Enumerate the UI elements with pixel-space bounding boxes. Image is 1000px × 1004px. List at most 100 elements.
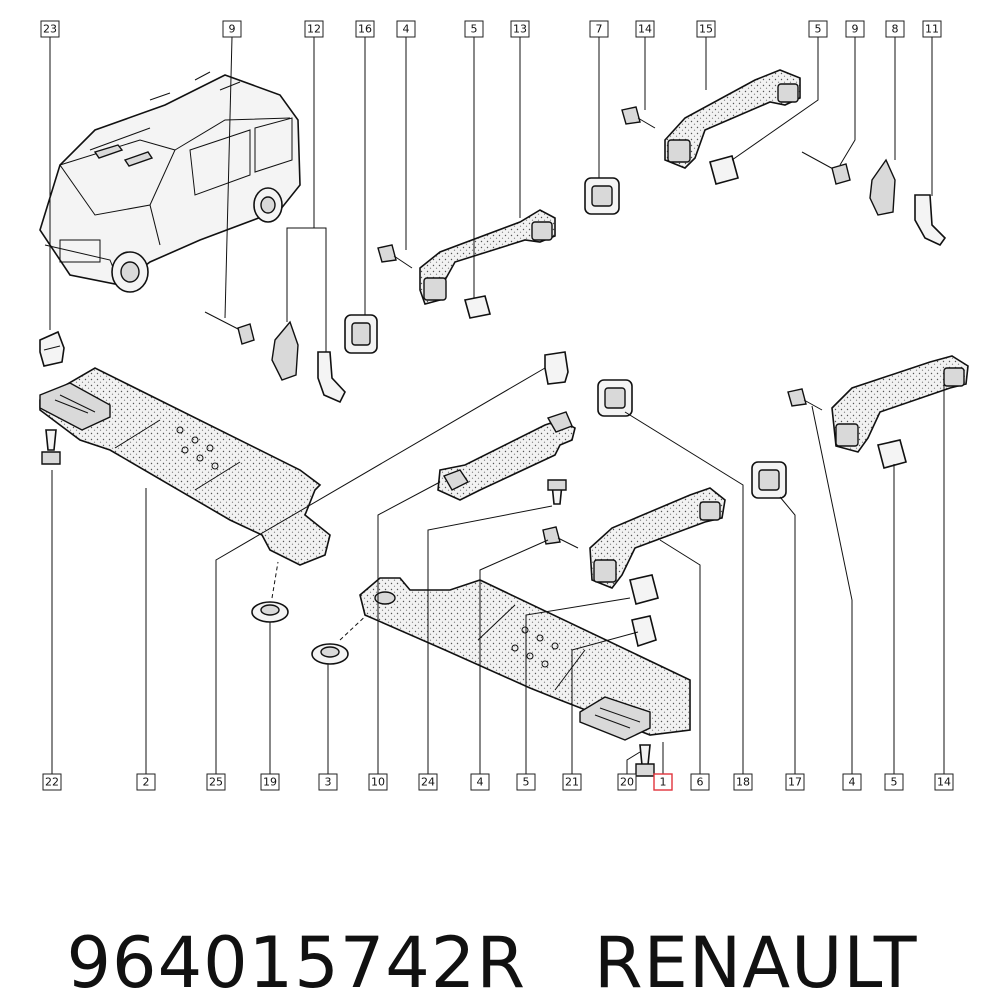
cover-8 [869, 158, 896, 216]
callout-3: 3 [318, 773, 338, 791]
svg-text:21: 21 [565, 776, 579, 789]
callout-14-bottom: 14 [934, 773, 954, 791]
callout-9b: 9 [845, 20, 865, 38]
svg-text:9: 9 [229, 23, 236, 36]
callout-24: 24 [418, 773, 438, 791]
bezel-18 [597, 379, 633, 417]
grab-handle-10 [437, 411, 576, 501]
callout-22: 22 [42, 773, 62, 791]
clip-19 [251, 601, 289, 623]
clip-23 [39, 330, 65, 367]
screw-14-top [621, 106, 656, 129]
callout-11: 11 [922, 20, 942, 38]
svg-text:25: 25 [209, 776, 223, 789]
callout-13: 13 [510, 20, 530, 38]
cover-12 [271, 320, 346, 404]
svg-text:6: 6 [697, 776, 704, 789]
svg-text:17: 17 [788, 776, 802, 789]
svg-text:1: 1 [660, 776, 667, 789]
callout-15: 15 [696, 20, 716, 38]
callout-17: 17 [785, 773, 805, 791]
callout-16: 16 [355, 20, 375, 38]
callout-14: 14 [635, 20, 655, 38]
clip-21 [631, 615, 657, 648]
svg-text:18: 18 [736, 776, 750, 789]
grab-handle-15 [664, 69, 801, 169]
svg-text:4: 4 [849, 776, 856, 789]
callout-4-bottom: 4 [470, 773, 490, 791]
callouts-top: 23 9 12 16 4 5 13 7 14 15 5 9 8 11 [40, 20, 942, 38]
sun-visor-left [39, 367, 331, 566]
callout-25: 25 [206, 773, 226, 791]
screw-4-right [787, 388, 823, 411]
svg-text:4: 4 [477, 776, 484, 789]
grab-handle-6 [589, 487, 726, 589]
svg-text:16: 16 [358, 23, 372, 36]
brand-name: RENAULT [593, 922, 918, 1004]
svg-text:3: 3 [325, 776, 332, 789]
callout-7: 7 [589, 20, 609, 38]
screw-9-left [204, 311, 255, 345]
svg-text:23: 23 [43, 23, 57, 36]
svg-text:14: 14 [937, 776, 951, 789]
svg-text:7: 7 [596, 23, 603, 36]
callout-5: 5 [464, 20, 484, 38]
svg-text:5: 5 [523, 776, 530, 789]
svg-text:13: 13 [513, 23, 527, 36]
callout-8: 8 [885, 20, 905, 38]
clip-5-upper [463, 295, 492, 319]
bezel-7 [584, 177, 620, 215]
screw-4-mid [542, 526, 579, 549]
grab-handle-14 [831, 355, 969, 453]
van-illustration [39, 71, 301, 293]
svg-text:14: 14 [638, 23, 652, 36]
svg-text:5: 5 [891, 776, 898, 789]
clip-5-right [877, 439, 907, 469]
sun-visor-right [359, 577, 691, 741]
screw-20 [635, 744, 655, 777]
callout-5-bottom-right: 5 [884, 773, 904, 791]
callout-9: 9 [222, 20, 242, 38]
callout-12: 12 [304, 20, 324, 38]
screw-22 [41, 429, 61, 465]
svg-text:9: 9 [852, 23, 859, 36]
svg-text:19: 19 [263, 776, 277, 789]
screw-4-upper [377, 244, 413, 269]
svg-text:8: 8 [892, 23, 899, 36]
clip-25 [544, 351, 569, 385]
callout-19: 19 [260, 773, 280, 791]
grab-handle-13 [419, 209, 556, 305]
svg-text:5: 5 [815, 23, 822, 36]
clip-5-top [709, 155, 739, 185]
svg-text:5: 5 [471, 23, 478, 36]
screw-24 [547, 479, 567, 505]
callout-10: 10 [368, 773, 388, 791]
callout-23: 23 [40, 20, 60, 38]
svg-text:10: 10 [371, 776, 385, 789]
clip-5-mid [629, 574, 659, 605]
callout-6: 6 [690, 773, 710, 791]
callout-2: 2 [136, 773, 156, 791]
bezel-17 [751, 461, 787, 499]
svg-text:2: 2 [143, 776, 150, 789]
callouts-bottom: 22 2 25 19 3 10 24 4 5 21 20 1 6 18 17 4… [42, 773, 954, 791]
screw-9-right [801, 151, 851, 185]
svg-text:24: 24 [421, 776, 435, 789]
svg-text:4: 4 [403, 23, 410, 36]
part-number: 964015742R [66, 922, 526, 1004]
clip-3 [311, 643, 349, 665]
callout-4-bottom-right: 4 [842, 773, 862, 791]
svg-text:22: 22 [45, 776, 59, 789]
callout-5-bottom: 5 [516, 773, 536, 791]
callout-20: 20 [617, 773, 637, 791]
callout-1-highlighted: 1 [653, 773, 673, 791]
callout-4: 4 [396, 20, 416, 38]
callout-5b: 5 [808, 20, 828, 38]
leader-lines [49, 36, 945, 774]
svg-text:11: 11 [925, 23, 939, 36]
svg-text:15: 15 [699, 23, 713, 36]
svg-text:12: 12 [307, 23, 321, 36]
callout-18: 18 [733, 773, 753, 791]
